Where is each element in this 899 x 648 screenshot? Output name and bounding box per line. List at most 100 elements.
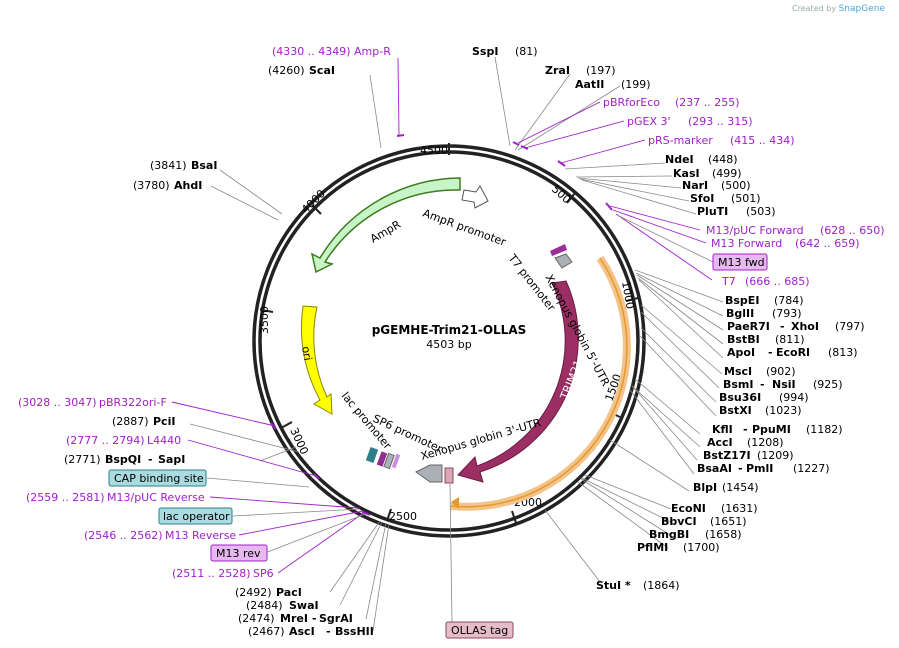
- svg-text:pRS-marker: pRS-marker: [648, 134, 713, 147]
- label-amp-r[interactable]: (4330 .. 4349) Amp-R: [272, 45, 391, 58]
- label-bstxi[interactable]: BstXI (1023): [719, 404, 802, 417]
- label-bsu36i[interactable]: Bsu36I (994): [719, 391, 809, 404]
- svg-text:(811): (811): [775, 333, 805, 346]
- svg-text:BspQI: BspQI: [105, 453, 141, 466]
- label-bsaai-pmli[interactable]: BsaAI - PmlI (1227): [697, 462, 830, 475]
- tick-label-3500: 3500: [258, 306, 271, 334]
- svg-text:ZraI: ZraI: [545, 64, 570, 77]
- label-pflmi[interactable]: PflMI (1700): [637, 541, 720, 554]
- label-bsmi-nsii[interactable]: BsmI - NsiI (925): [723, 378, 843, 391]
- ollas-tag-feature[interactable]: [444, 467, 454, 484]
- label-aatii[interactable]: AatII (199): [575, 78, 651, 91]
- label-bstbi[interactable]: BstBI (811): [727, 333, 805, 346]
- label-acci[interactable]: AccI (1208): [707, 436, 784, 449]
- svg-text:M13/pUC Forward: M13/pUC Forward: [706, 224, 804, 237]
- svg-text:-: -: [760, 378, 765, 391]
- svg-text:BstZ17I: BstZ17I: [703, 449, 751, 462]
- label-paci[interactable]: (2492) PacI: [235, 586, 302, 599]
- svg-text:(2467): (2467): [248, 625, 285, 638]
- svg-text:(3028 .. 3047): (3028 .. 3047): [18, 396, 97, 409]
- label-bspei[interactable]: BspEI (784): [725, 294, 804, 307]
- svg-text:(501): (501): [731, 192, 761, 205]
- svg-text:(499): (499): [712, 167, 742, 180]
- label-sp6[interactable]: (2511 .. 2528) SP6: [172, 567, 274, 580]
- label-m13-forward[interactable]: M13 Forward (642 .. 659): [711, 237, 860, 250]
- svg-text:-: -: [312, 612, 317, 625]
- svg-text:BglII: BglII: [726, 307, 754, 320]
- svg-text:(902): (902): [766, 365, 796, 378]
- label-swai[interactable]: (2484) SwaI: [246, 599, 319, 612]
- label-scai[interactable]: (4260) ScaI: [268, 64, 335, 77]
- label-pbr322ori-f[interactable]: (3028 .. 3047) pBR322ori-F: [18, 396, 167, 409]
- label-blpi[interactable]: BlpI (1454): [693, 481, 759, 494]
- svg-text:SP6: SP6: [253, 567, 274, 580]
- svg-text:SwaI: SwaI: [289, 599, 319, 612]
- svg-text:-: -: [780, 320, 785, 333]
- svg-text:-: -: [768, 346, 773, 359]
- svg-text:ScaI: ScaI: [309, 64, 335, 77]
- label-kfli-ppumi[interactable]: KflI - PpuMI (1182): [712, 423, 843, 436]
- label-asci-bsshii[interactable]: (2467) AscI - BssHII: [248, 625, 374, 638]
- label-apoi-ecori[interactable]: ApoI - EcoRI (813): [727, 346, 858, 359]
- label-m13-fwd-box[interactable]: M13 fwd: [712, 253, 768, 271]
- svg-text:SfoI: SfoI: [690, 192, 714, 205]
- label-prs-marker[interactable]: pRS-marker (415 .. 434): [648, 134, 795, 147]
- svg-text:BsaI: BsaI: [191, 159, 217, 172]
- label-m13-puc-forward[interactable]: M13/pUC Forward (628 .. 650): [706, 224, 885, 237]
- t7-primer-mark: [550, 244, 567, 256]
- ori-feature[interactable]: [300, 305, 333, 415]
- svg-text:M13 Reverse: M13 Reverse: [165, 529, 236, 542]
- label-sspi[interactable]: SspI (81): [472, 45, 538, 58]
- label-ahdi[interactable]: (3780) AhdI: [133, 179, 202, 192]
- svg-text:(2474): (2474): [238, 612, 275, 625]
- svg-text:KasI: KasI: [673, 167, 700, 180]
- lac-sp6-cluster: [365, 447, 401, 470]
- label-zrai[interactable]: ZraI (197): [545, 64, 616, 77]
- label-ollas-tag-box[interactable]: OLLAS tag: [445, 621, 514, 639]
- label-m13-puc-reverse[interactable]: (2559 .. 2581) M13/pUC Reverse: [26, 491, 205, 504]
- label-econi[interactable]: EcoNI (1631): [671, 502, 758, 515]
- svg-text:PpuMI: PpuMI: [752, 423, 791, 436]
- ampr-promoter-feature[interactable]: [461, 185, 489, 209]
- label-bbvci[interactable]: BbvCI (1651): [661, 515, 747, 528]
- t7-promoter-feature[interactable]: [554, 253, 573, 269]
- svg-text:PluTI: PluTI: [697, 205, 728, 218]
- svg-text:pBRforEco: pBRforEco: [603, 96, 660, 109]
- label-m13-reverse[interactable]: (2546 .. 2562) M13 Reverse: [84, 529, 236, 542]
- svg-text:(2511 .. 2528): (2511 .. 2528): [172, 567, 251, 580]
- svg-text:lac operator: lac operator: [163, 510, 230, 523]
- svg-text:(197): (197): [586, 64, 616, 77]
- label-t7[interactable]: T7 (666 .. 685): [721, 275, 810, 288]
- svg-text:SspI: SspI: [472, 45, 498, 58]
- label-bspqi-sapi[interactable]: (2771) BspQI - SapI: [64, 453, 185, 466]
- label-kasi[interactable]: KasI (499): [673, 167, 742, 180]
- label-pbrforeco[interactable]: pBRforEco (237 .. 255): [603, 96, 740, 109]
- label-l4440[interactable]: (2777 .. 2794) L4440: [66, 434, 181, 447]
- label-bstz17i[interactable]: BstZ17I (1209): [703, 449, 794, 462]
- label-ndei[interactable]: NdeI (448): [665, 153, 738, 166]
- label-bmgbi[interactable]: BmgBI (1658): [649, 528, 742, 541]
- label-nari[interactable]: NarI (500): [682, 179, 751, 192]
- svg-text:-: -: [738, 462, 743, 475]
- ampr-feature[interactable]: [310, 177, 461, 274]
- label-sfoi[interactable]: SfoI (501): [690, 192, 761, 205]
- label-pcii[interactable]: (2887) PciI: [112, 415, 175, 428]
- label-mrei-sgrai[interactable]: (2474) MreI - SgrAI: [238, 612, 353, 625]
- label-pluti[interactable]: PluTI (503): [697, 205, 776, 218]
- label-pgex3[interactable]: pGEX 3' (293 .. 315): [627, 115, 753, 128]
- svg-text:(293 .. 315): (293 .. 315): [688, 115, 753, 128]
- label-m13-rev-box[interactable]: M13 rev: [210, 544, 268, 562]
- label-lac-operator-box[interactable]: lac operator: [158, 507, 233, 525]
- label-msci[interactable]: MscI (902): [724, 365, 796, 378]
- ampr-label: AmpR: [368, 218, 403, 246]
- label-bglii[interactable]: BglII (793): [726, 307, 802, 320]
- trim21-feature[interactable]: [457, 280, 579, 483]
- label-stui[interactable]: StuI * (1864): [596, 579, 680, 592]
- plasmid-size: 4503 bp: [426, 338, 471, 351]
- label-paer7i-xhoi[interactable]: PaeR7I - XhoI (797): [727, 320, 865, 333]
- svg-text:AhdI: AhdI: [174, 179, 202, 192]
- label-cap-binding-site-box[interactable]: CAP binding site: [108, 469, 207, 487]
- label-bsai[interactable]: (3841) BsaI: [150, 159, 217, 172]
- snapgene-logo: SnapGene: [838, 4, 885, 14]
- xenopus-3utr-feature[interactable]: [415, 464, 443, 483]
